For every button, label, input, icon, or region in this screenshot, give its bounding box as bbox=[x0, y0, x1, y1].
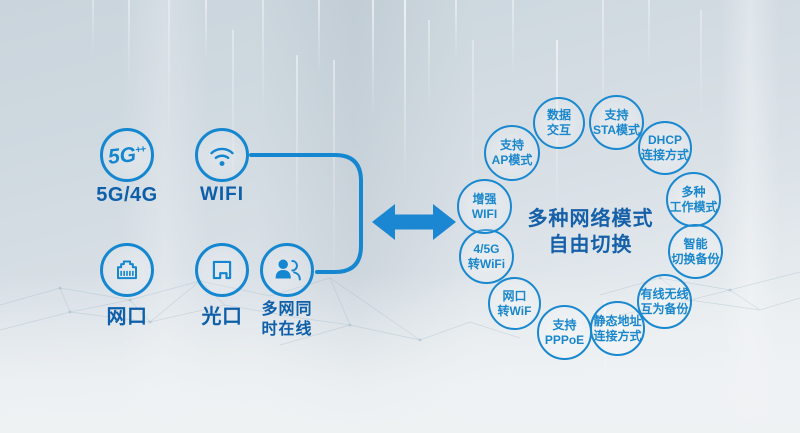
ring-title-line1: 多种网络模式 bbox=[527, 208, 654, 230]
background-shade-band bbox=[255, 0, 475, 433]
rj45-port-icon bbox=[100, 243, 154, 297]
ring-title-line2: 自由切换 bbox=[548, 234, 633, 256]
label-5g4g: 5G/4G bbox=[96, 184, 158, 206]
5g-badge-icon: 5G++ bbox=[100, 128, 154, 182]
wifi-icon bbox=[195, 128, 249, 182]
label-multinet: 多网同 时在线 bbox=[261, 301, 313, 338]
label-lan-port: 网口 bbox=[106, 306, 148, 328]
mode-bubble-data-exchange: 数据交互 bbox=[533, 97, 585, 149]
mode-bubble-wired-wireless-backup: 有线无线互为备份 bbox=[637, 274, 692, 329]
mode-bubble-port-to-wifi: 网口转WiF bbox=[488, 277, 541, 330]
background-light-band bbox=[120, 0, 210, 433]
mode-bubble-smart-backup: 智能切换备份 bbox=[668, 224, 723, 279]
optical-port-icon bbox=[195, 243, 249, 297]
5g-badge-text: 5G++ bbox=[107, 142, 146, 169]
mode-bubble-work-modes: 多种工作模式 bbox=[666, 172, 721, 227]
label-optical-port: 光口 bbox=[201, 306, 243, 328]
users-icon bbox=[260, 243, 314, 297]
background-light-band bbox=[720, 0, 780, 433]
mode-bubble-static-ip: 静态地址连接方式 bbox=[590, 301, 645, 356]
label-wifi: WIFI bbox=[199, 184, 245, 205]
ring-title: 多种网络模式 自由切换 bbox=[488, 206, 693, 258]
